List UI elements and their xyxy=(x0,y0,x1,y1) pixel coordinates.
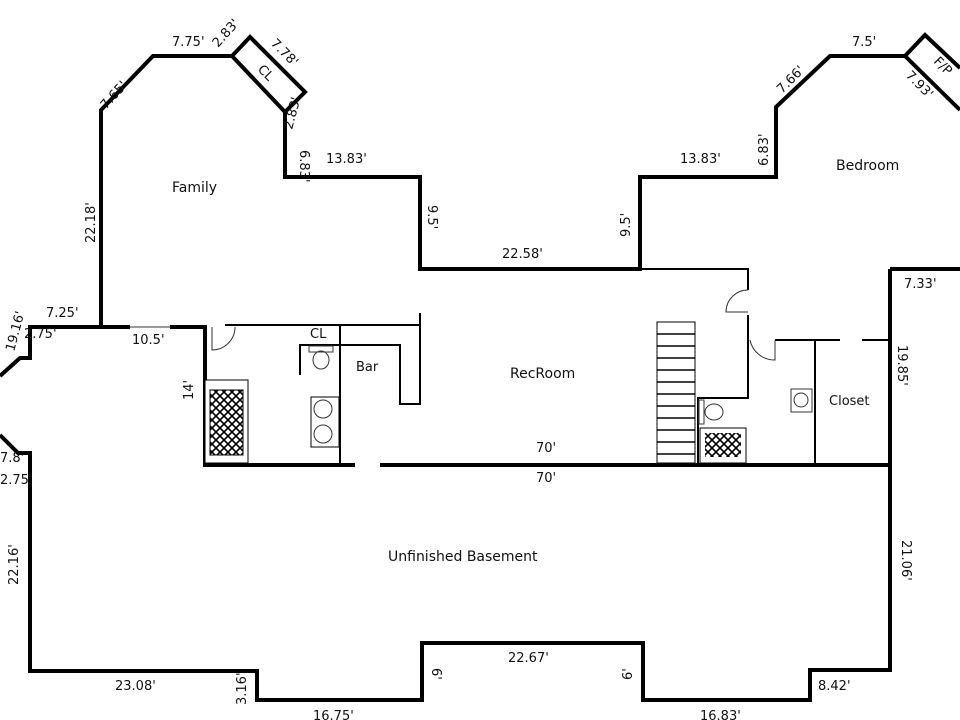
dimension-label: 7.75' xyxy=(172,35,205,50)
dimension-label: 2.75' xyxy=(24,327,57,342)
dimension-label: 3.16' xyxy=(235,672,250,705)
washer-dryer xyxy=(310,396,340,448)
dimension-label: 6.83' xyxy=(757,133,772,166)
dimension-label: 6' xyxy=(621,668,636,680)
dimension-label: 10.5' xyxy=(132,333,165,348)
dimension-label: 2.83' xyxy=(281,96,304,131)
dimension-label: 9.5' xyxy=(619,213,634,237)
dimension-label: 22.67' xyxy=(508,651,549,666)
sink-icon xyxy=(790,388,813,413)
dimension-label: 2.75' xyxy=(0,473,33,488)
dimension-label: 13.83' xyxy=(680,152,721,167)
dimension-label: 7.93' xyxy=(902,68,936,102)
dimension-label: 70' xyxy=(536,471,556,486)
shower-tiles xyxy=(699,427,747,464)
dimension-label: 22.18' xyxy=(84,202,99,243)
dimension-labels: 22.18' 7.65' 7.75' 2.83' 7.78' 2.83' 6.8… xyxy=(0,16,937,720)
toilet-icon xyxy=(698,399,724,425)
room-label-closet: Closet xyxy=(829,394,870,409)
fireplace-hearth xyxy=(204,379,249,464)
dimension-label: 6' xyxy=(428,668,443,680)
dimension-label: 16.83' xyxy=(700,709,741,720)
dimension-label: 70' xyxy=(536,441,556,456)
room-label-bar: Bar xyxy=(356,360,379,375)
dimension-label: 16.75' xyxy=(313,709,354,720)
dimension-label: 23.08' xyxy=(115,679,156,694)
room-label-recroom: RecRoom xyxy=(510,366,575,382)
dimension-label: 21.06' xyxy=(898,540,913,581)
dimension-label: 6.83' xyxy=(296,150,311,183)
dimension-label: 14' xyxy=(182,380,197,400)
dimension-label: 7.33' xyxy=(904,277,937,292)
dimension-label: 19.85' xyxy=(894,345,909,386)
interior-walls xyxy=(130,268,890,465)
dimension-label: 7.5' xyxy=(852,35,876,50)
dimension-label: 22.58' xyxy=(502,247,543,262)
room-label-closet-bar: CL xyxy=(310,327,327,342)
dimension-label: 9.5' xyxy=(424,205,439,229)
room-label-bedroom: Bedroom xyxy=(836,158,899,174)
dimension-label: 8.42' xyxy=(818,679,851,694)
dimension-label: 7.25' xyxy=(46,306,79,321)
toilet-icon xyxy=(308,345,334,370)
exterior-walls xyxy=(0,32,960,702)
stairs xyxy=(656,321,696,464)
room-label-family: Family xyxy=(172,180,217,196)
door-swing xyxy=(211,326,236,351)
dimension-label: 7.78' xyxy=(267,36,301,70)
room-label-basement: Unfinished Basement xyxy=(388,549,538,565)
dimension-label: 13.83' xyxy=(326,152,367,167)
dimension-label: 7.8' xyxy=(0,451,24,466)
dimension-label: 22.16' xyxy=(7,544,22,585)
dimension-label: 2.83' xyxy=(210,16,243,50)
